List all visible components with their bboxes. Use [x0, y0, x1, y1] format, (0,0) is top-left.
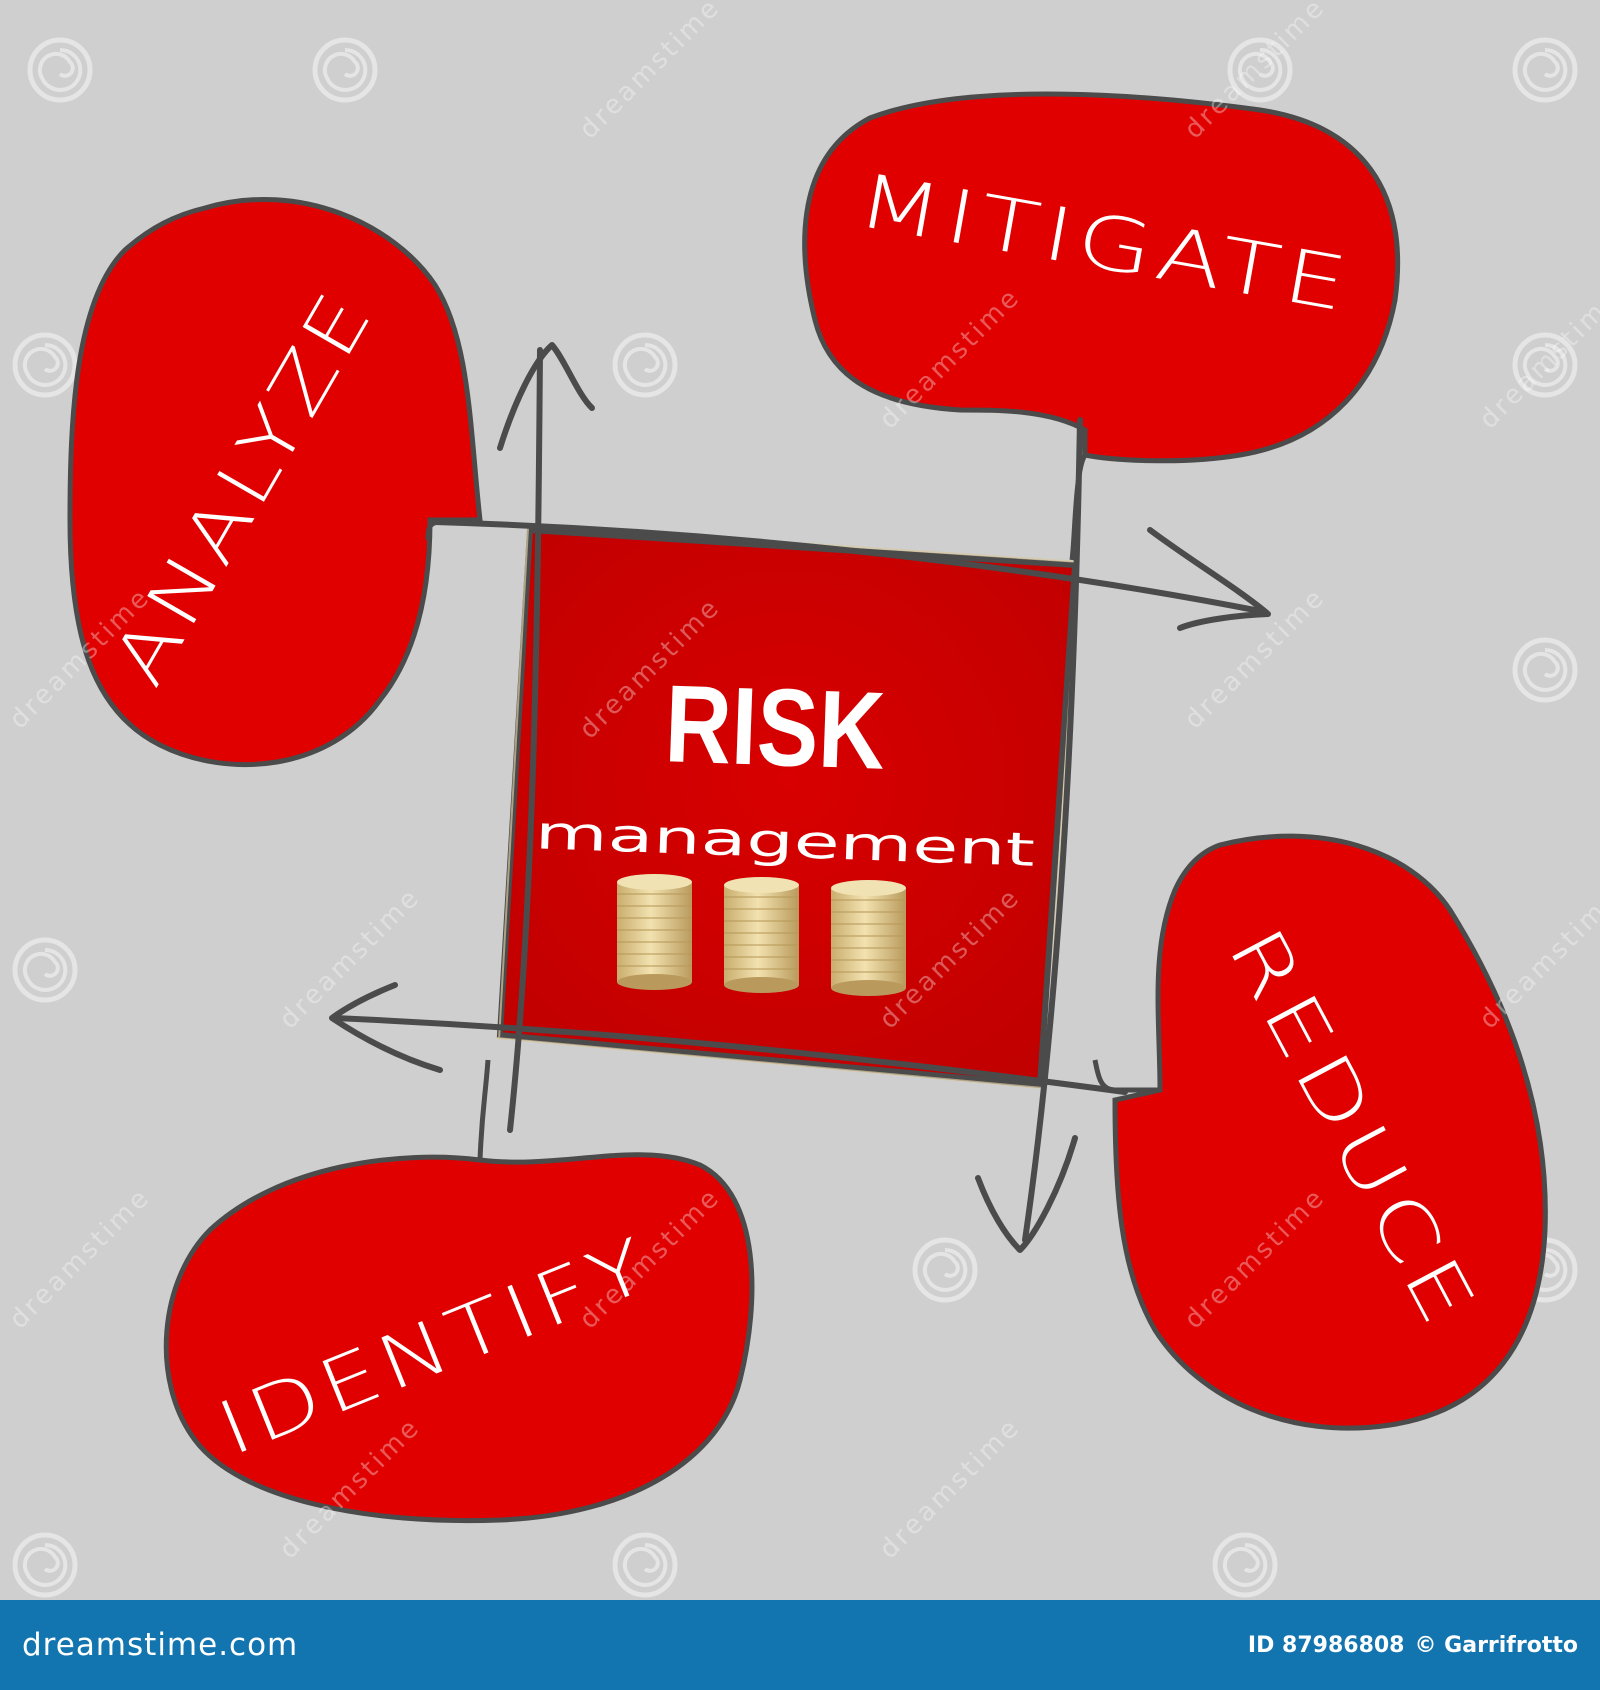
center-title: RISK: [663, 662, 887, 793]
reduce-blob: [1112, 833, 1548, 1431]
arrow-left: [332, 1015, 1128, 1095]
coin-stack-icon: [617, 874, 692, 990]
stock-footer-bar: dreamstime.com ID 87986808 © Garrifrotto: [0, 1600, 1600, 1690]
arrow-right: [432, 519, 1268, 615]
coin-stack-icon: [831, 880, 906, 996]
spiral-watermark-icon: [915, 1240, 975, 1300]
watermark-text: dreamstime: [574, 0, 727, 145]
watermark-text: dreamstime: [1474, 882, 1600, 1035]
footer-author: © Garrifrotto: [1414, 1632, 1579, 1658]
spiral-watermark-icon: [30, 40, 90, 100]
spiral-watermark-icon: [315, 40, 375, 100]
spiral-watermark-icon: [15, 940, 75, 1000]
watermark-text: dreamstime: [1474, 282, 1600, 435]
footer-image-id: ID 87986808: [1247, 1632, 1405, 1658]
watermark-text: dreamstime: [274, 882, 427, 1035]
mitigate-blob: [802, 91, 1401, 464]
risk-management-diagram: RISK management: [4, 0, 1600, 1600]
arrows: [329, 342, 1271, 1253]
footer-credit: ID 87986808 © Garrifrotto: [1248, 1633, 1578, 1658]
spiral-watermark-icon: [15, 1535, 75, 1595]
spiral-watermark-icon: [1515, 40, 1575, 100]
coin-stack-icon: [724, 877, 799, 993]
analyze-blob: [67, 197, 483, 768]
arrow-down: [1022, 417, 1083, 1243]
coin-stacks: [617, 874, 906, 996]
footer-logo[interactable]: dreamstime.com: [22, 1627, 299, 1663]
spiral-watermark-icon: [15, 335, 75, 395]
watermark-text: dreamstime: [4, 1182, 157, 1335]
spiral-watermark-icon: [1215, 1535, 1275, 1595]
watermark-text: dreamstime: [874, 1412, 1027, 1565]
identify-blob: [163, 1152, 755, 1524]
spiral-watermark-icon: [615, 335, 675, 395]
spiral-watermark-icon: [615, 1535, 675, 1595]
spiral-watermark-icon: [1515, 640, 1575, 700]
